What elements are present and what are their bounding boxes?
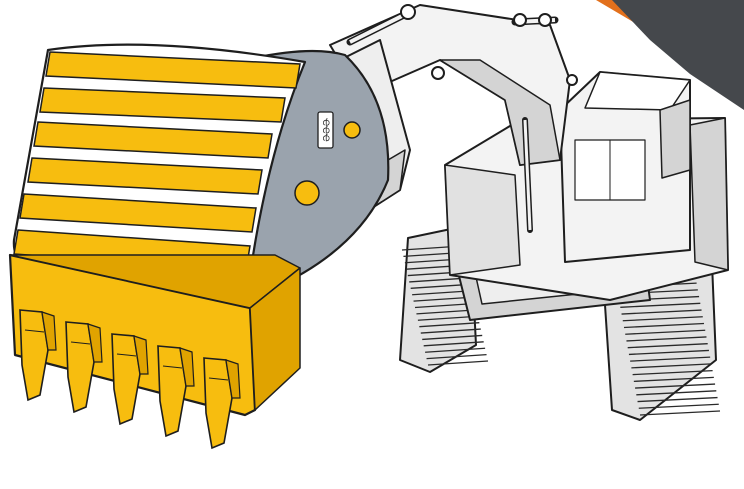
corner-decoration	[596, 0, 744, 110]
bucket-tooth	[111, 333, 149, 426]
bucket-stripe	[27, 157, 263, 195]
operator-cab	[559, 71, 691, 263]
bucket-tooth	[19, 309, 57, 402]
bucket-tooth	[203, 357, 241, 450]
bucket-shell	[12, 43, 307, 292]
bucket-teeth	[19, 309, 241, 450]
bucket-stripe	[33, 121, 273, 159]
bucket-stripe	[19, 193, 257, 233]
bucket-stripe	[39, 87, 286, 123]
bucket-tooth	[157, 345, 195, 438]
bucket-stripe	[45, 51, 301, 89]
bucket-tooth	[65, 321, 103, 414]
bucket-side-marking: ҼҼҼ	[321, 118, 331, 142]
excavator-boom	[329, 4, 578, 233]
